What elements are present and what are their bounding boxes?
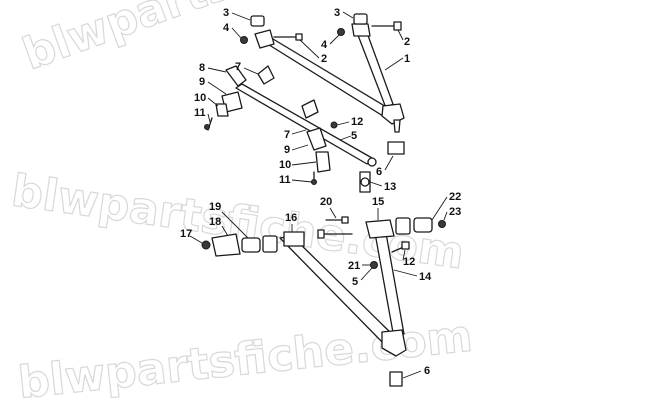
callout-13: 13 [384, 181, 396, 193]
callout-6-lower: 6 [424, 365, 430, 377]
upper-bolts [273, 21, 402, 41]
callout-11-center: 11 [279, 174, 291, 186]
callout-21: 21 [348, 260, 360, 272]
lower-right-pivot [395, 217, 446, 235]
callout-5-lower: 5 [352, 276, 358, 288]
callout-2-left: 2 [321, 53, 327, 65]
callout-20: 20 [320, 196, 332, 208]
callout-9-left: 9 [199, 76, 205, 88]
callout-23: 23 [449, 206, 461, 218]
callout-14: 14 [419, 271, 432, 283]
callout-5-upper: 5 [351, 130, 357, 142]
upper-ball-boot [387, 141, 405, 155]
callout-10-left: 10 [194, 92, 206, 104]
callout-1: 1 [404, 53, 410, 65]
callout-3-left: 3 [223, 7, 229, 19]
callout-10-center: 10 [279, 159, 291, 171]
callout-16: 16 [285, 212, 297, 224]
lower-ball-joint [389, 371, 403, 387]
callout-15: 15 [372, 196, 384, 208]
left-bracket-set [204, 65, 247, 131]
upper-bushings [240, 13, 368, 44]
upper-ball-joint [393, 119, 401, 133]
callout-4-left: 4 [223, 22, 230, 34]
lower-a-arm [279, 219, 407, 357]
callout-4-right: 4 [321, 39, 328, 51]
upper-a-arm [254, 23, 405, 125]
callout-labels: 3 4 3 2 4 2 1 7 8 9 10 11 12 5 7 9 10 11 [180, 7, 461, 379]
callout-22: 22 [449, 191, 461, 203]
watermark-bottom: blwpartsfiche.com [16, 311, 475, 406]
callout-17: 17 [180, 228, 192, 240]
callout-8: 8 [199, 62, 205, 74]
callout-3-right: 3 [334, 7, 340, 19]
link-end [359, 171, 371, 193]
callout-9-center: 9 [284, 144, 290, 156]
callout-2-right: 2 [404, 36, 410, 48]
lower-bolts [317, 216, 410, 253]
lower-nut [370, 261, 378, 269]
callout-18: 18 [209, 216, 221, 228]
callout-12-lower: 12 [403, 256, 415, 268]
callout-6-upper: 6 [376, 166, 382, 178]
callout-11-left: 11 [194, 107, 206, 119]
center-bracket-set [306, 121, 338, 185]
lower-left-pivot [201, 233, 278, 257]
callout-7-center: 7 [284, 129, 290, 141]
callout-12-upper: 12 [351, 116, 363, 128]
callout-7-upper: 7 [235, 61, 241, 73]
callout-19: 19 [209, 201, 221, 213]
